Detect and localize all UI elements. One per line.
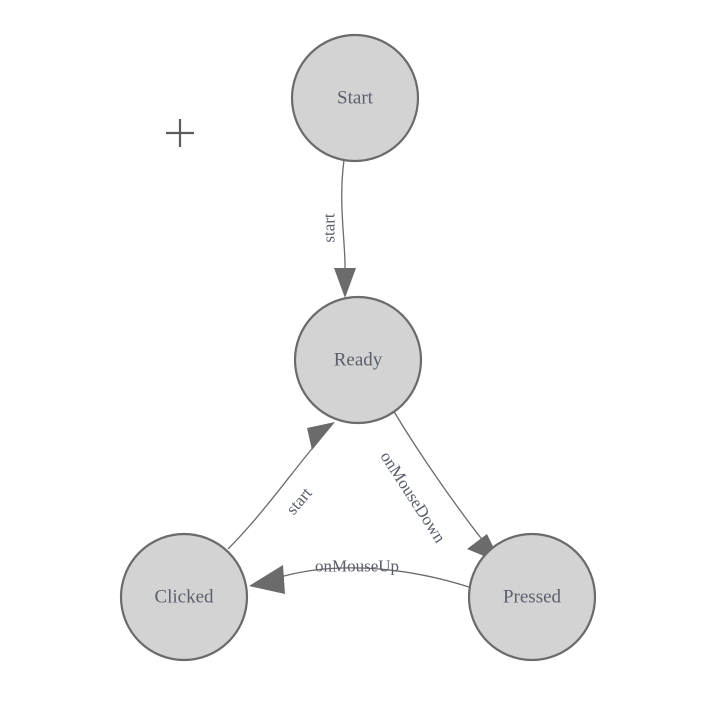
edge-pressed-to-clicked-label: onMouseUp: [315, 557, 399, 576]
node-pressed-label: Pressed: [503, 587, 562, 608]
node-pressed[interactable]: Pressed: [467, 532, 597, 662]
node-ready-circle[interactable]: [293, 295, 423, 425]
edge-clicked-to-ready-label: start: [282, 483, 316, 518]
node-clicked-label: Clicked: [154, 587, 214, 608]
node-ready-label: Ready: [334, 350, 383, 371]
node-start[interactable]: Start: [290, 33, 420, 163]
node-clicked-circle[interactable]: [119, 532, 249, 662]
node-clicked[interactable]: Clicked: [119, 532, 249, 662]
edge-start-to-ready-path: [341, 159, 346, 273]
edge-start-to-ready[interactable]: start: [320, 159, 357, 298]
edge-ready-to-pressed[interactable]: onMouseDown: [376, 409, 501, 563]
edge-start-to-ready-arrowhead: [334, 268, 356, 298]
edge-pressed-to-clicked-path: [276, 567, 470, 588]
node-start-circle[interactable]: [290, 33, 420, 163]
crosshair-icon: [166, 119, 194, 147]
edge-ready-to-pressed-label: onMouseDown: [376, 448, 449, 547]
edge-clicked-to-ready-path: [227, 443, 317, 550]
node-ready[interactable]: Ready: [293, 295, 423, 425]
edge-pressed-to-clicked-arrowhead: [249, 565, 285, 594]
edge-clicked-to-ready-arrowhead: [307, 422, 335, 450]
node-start-label: Start: [337, 88, 374, 109]
node-pressed-circle[interactable]: [467, 532, 597, 662]
edge-start-to-ready-label: start: [320, 213, 339, 243]
edge-clicked-to-ready[interactable]: start: [227, 422, 335, 550]
edge-ready-to-pressed-path: [392, 409, 485, 543]
edge-pressed-to-clicked[interactable]: onMouseUp: [249, 557, 470, 595]
